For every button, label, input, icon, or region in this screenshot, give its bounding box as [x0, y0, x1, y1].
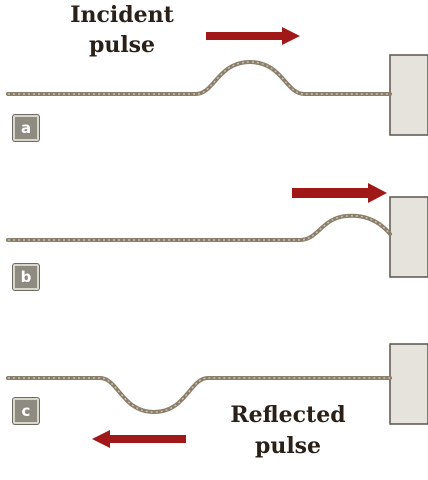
- right-arrow-icon: [292, 183, 387, 203]
- incident-pulse-caption: Incident pulse: [56, 4, 188, 56]
- rope-c: [6, 376, 392, 414]
- wall-a: [389, 54, 428, 136]
- incident-caption-line2: pulse: [88, 32, 156, 58]
- reflected-caption-line1: Reflected: [230, 402, 346, 428]
- incident-caption-line1: Incident: [70, 2, 174, 28]
- panel-label-c: c: [13, 398, 39, 424]
- wall-c: [389, 343, 428, 425]
- left-arrow-icon: [92, 430, 186, 448]
- reflected-caption-line2: pulse: [254, 433, 322, 459]
- right-arrow-icon: [206, 27, 300, 45]
- reflected-pulse-caption: Reflected pulse: [218, 404, 358, 457]
- panel-a: [6, 27, 428, 136]
- rope-b-highlight: [8, 214, 391, 241]
- panel-b: [6, 183, 428, 278]
- panel-label-a: a: [13, 115, 39, 141]
- panel-label-b: b: [13, 264, 39, 290]
- rope-a: [6, 60, 392, 96]
- panel-c: [6, 343, 428, 448]
- rope-a-highlight: [8, 61, 390, 95]
- wall-b: [389, 196, 428, 278]
